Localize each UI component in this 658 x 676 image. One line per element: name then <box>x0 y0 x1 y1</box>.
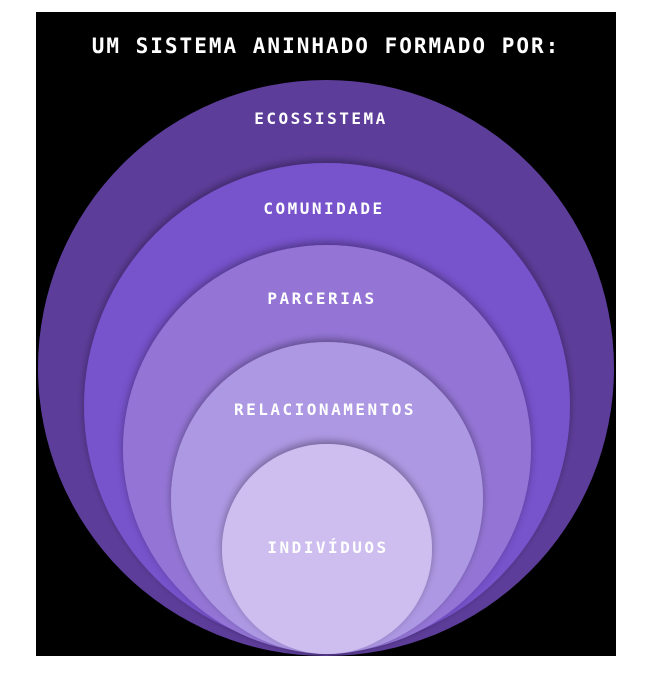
circle-individuos <box>222 444 432 654</box>
nested-circles-diagram: ECOSSISTEMA COMUNIDADE PARCERIAS RELACIO… <box>38 80 614 656</box>
label-comunidade: COMUNIDADE <box>263 199 384 218</box>
diagram-panel: UM SISTEMA ANINHADO FORMADO POR: ECOSSIS… <box>36 12 616 656</box>
label-individuos: INDIVÍDUOS <box>267 538 388 557</box>
label-parcerias: PARCERIAS <box>267 289 376 308</box>
label-ecossistema: ECOSSISTEMA <box>254 109 387 128</box>
label-relacionamentos: RELACIONAMENTOS <box>234 400 416 419</box>
diagram-title: UM SISTEMA ANINHADO FORMADO POR: <box>91 34 561 58</box>
